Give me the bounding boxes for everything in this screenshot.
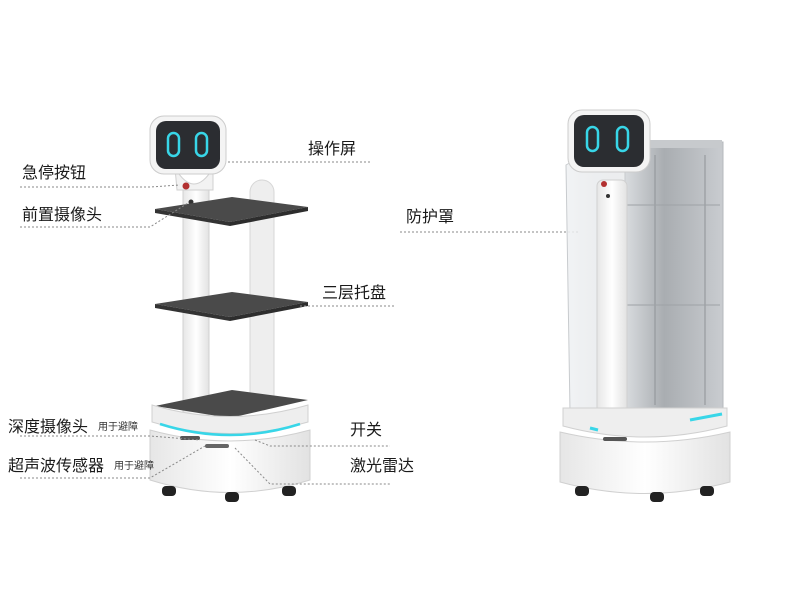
label-three-trays: 三层托盘	[322, 283, 387, 302]
robot-right	[559, 109, 731, 502]
eye-icon	[194, 131, 209, 158]
label-front-camera: 前置摄像头	[22, 205, 103, 224]
label-ultrasonic-note: 用于避障	[114, 461, 155, 472]
label-power-switch: 开关	[350, 420, 383, 439]
label-screen: 操作屏	[308, 139, 357, 158]
operation-screen	[156, 121, 220, 169]
robot-left	[149, 115, 311, 502]
label-protective-cover: 防护罩	[406, 207, 455, 226]
label-ultrasonic-text: 超声波传感器	[8, 456, 105, 475]
label-depth-camera-note: 用于避障	[98, 422, 139, 433]
label-emergency-stop: 急停按钮	[22, 163, 87, 182]
label-lidar: 激光雷达	[350, 456, 415, 475]
eye-icon	[615, 125, 630, 153]
eye-icon	[166, 131, 181, 158]
label-depth-camera: 深度摄像头用于避障	[8, 417, 138, 438]
emergency-stop-button	[182, 182, 190, 190]
eye-icon	[585, 125, 600, 153]
label-ultrasonic: 超声波传感器用于避障	[8, 456, 154, 477]
label-depth-camera-text: 深度摄像头	[8, 417, 89, 436]
leader-lines	[20, 161, 580, 485]
